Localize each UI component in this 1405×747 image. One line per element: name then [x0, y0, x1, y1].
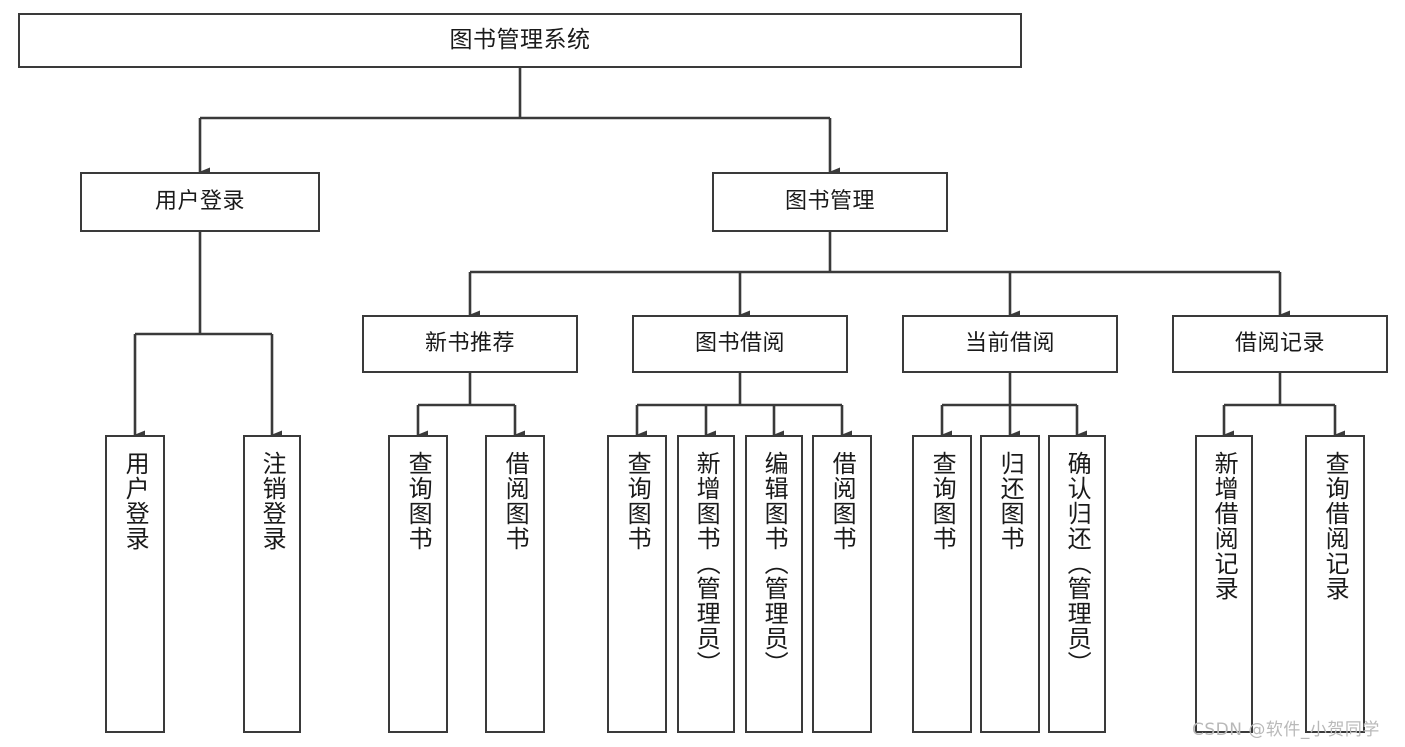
node-label: 当前借阅 — [964, 330, 1055, 356]
node-new-book-rec[interactable]: 新书推荐 — [362, 315, 578, 373]
node-label: 图书管理系统 — [449, 26, 591, 53]
node-label: 确认归还（管理员） — [1063, 451, 1092, 676]
node-root[interactable]: 图书管理系统 — [18, 13, 1022, 68]
node-label: 编辑图书（管理员） — [760, 451, 789, 676]
node-label: 用户登录 — [121, 451, 150, 551]
node-current-borrow[interactable]: 当前借阅 — [902, 315, 1118, 373]
edge-paths — [133, 68, 1345, 440]
node-book-borrow[interactable]: 图书借阅 — [632, 315, 848, 373]
node-leaf-return-book[interactable]: 归还图书 — [980, 435, 1040, 733]
node-label: 查询图书 — [404, 451, 433, 551]
node-label: 借阅图书 — [501, 451, 530, 551]
node-book-manage[interactable]: 图书管理 — [712, 172, 948, 232]
node-label: 图书借阅 — [694, 330, 785, 356]
node-leaf-query-book-1[interactable]: 查询图书 — [388, 435, 448, 733]
node-label: 新增图书（管理员） — [692, 451, 721, 676]
node-label: 图书管理 — [784, 188, 875, 214]
node-label: 归还图书 — [996, 451, 1025, 551]
node-label: 新书推荐 — [424, 330, 515, 356]
node-leaf-query-book-2[interactable]: 查询图书 — [607, 435, 667, 733]
node-leaf-user-logout[interactable]: 注销登录 — [243, 435, 301, 733]
node-label: 查询图书 — [928, 451, 957, 551]
node-label: 借阅图书 — [828, 451, 857, 551]
node-leaf-borrow-book-2[interactable]: 借阅图书 — [812, 435, 872, 733]
node-leaf-add-book[interactable]: 新增图书（管理员） — [677, 435, 735, 733]
node-label: 新增借阅记录 — [1210, 451, 1239, 601]
node-leaf-edit-book[interactable]: 编辑图书（管理员） — [745, 435, 803, 733]
node-leaf-user-login[interactable]: 用户登录 — [105, 435, 165, 733]
node-leaf-confirm-ret[interactable]: 确认归还（管理员） — [1048, 435, 1106, 733]
node-leaf-add-record[interactable]: 新增借阅记录 — [1195, 435, 1253, 733]
node-user-login[interactable]: 用户登录 — [80, 172, 320, 232]
node-label: 查询图书 — [623, 451, 652, 551]
node-label: 注销登录 — [258, 451, 287, 551]
node-leaf-borrow-book-1[interactable]: 借阅图书 — [485, 435, 545, 733]
node-label: 查询借阅记录 — [1321, 451, 1350, 601]
node-leaf-query-record[interactable]: 查询借阅记录 — [1305, 435, 1365, 733]
node-borrow-records[interactable]: 借阅记录 — [1172, 315, 1388, 373]
node-label: 用户登录 — [154, 188, 245, 214]
node-label: 借阅记录 — [1234, 330, 1325, 356]
node-leaf-query-book-3[interactable]: 查询图书 — [912, 435, 972, 733]
